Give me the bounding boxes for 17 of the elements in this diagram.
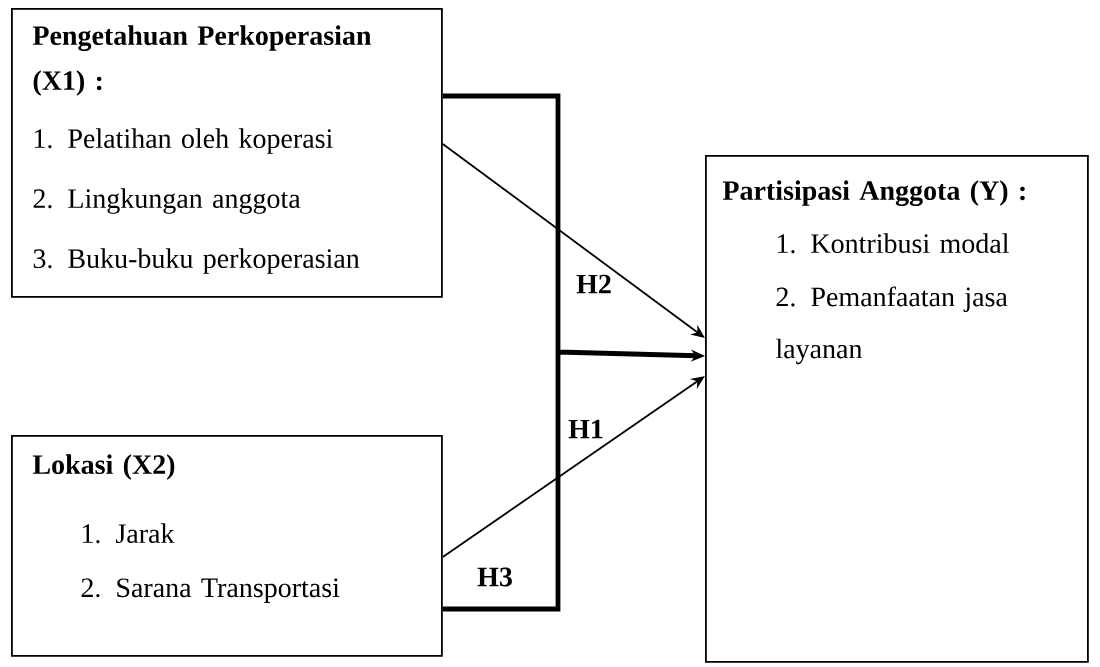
- list-item: 2. Pemanfaatan jasa layanan: [775, 286, 1008, 365]
- list-item: 2. Sarana Transportasi: [81, 578, 340, 603]
- box-heading: Pengetahuan Perkoperasian (X1) :: [32, 25, 372, 96]
- list-item: 1. Jarak: [82, 523, 175, 544]
- list-item: 1. Pelatihan oleh koperasi: [34, 128, 333, 154]
- list-item: 1. Kontribusi modal: [777, 233, 1009, 254]
- box-heading: Partisipasi Anggota (Y) :: [722, 180, 1025, 206]
- list-item: 3. Buku-buku perkoperasian: [33, 248, 360, 274]
- variable-box: [11, 435, 443, 657]
- edge-label: H2: [576, 274, 611, 294]
- edge-label: H1: [568, 419, 603, 439]
- box-heading: Lokasi (X2): [32, 454, 175, 480]
- variable-box: [705, 155, 1089, 663]
- edge-label: H3: [477, 567, 512, 587]
- variable-box: [11, 8, 443, 298]
- arrow: [441, 143, 705, 338]
- list-item: 2. Lingkungan anggota: [33, 188, 301, 214]
